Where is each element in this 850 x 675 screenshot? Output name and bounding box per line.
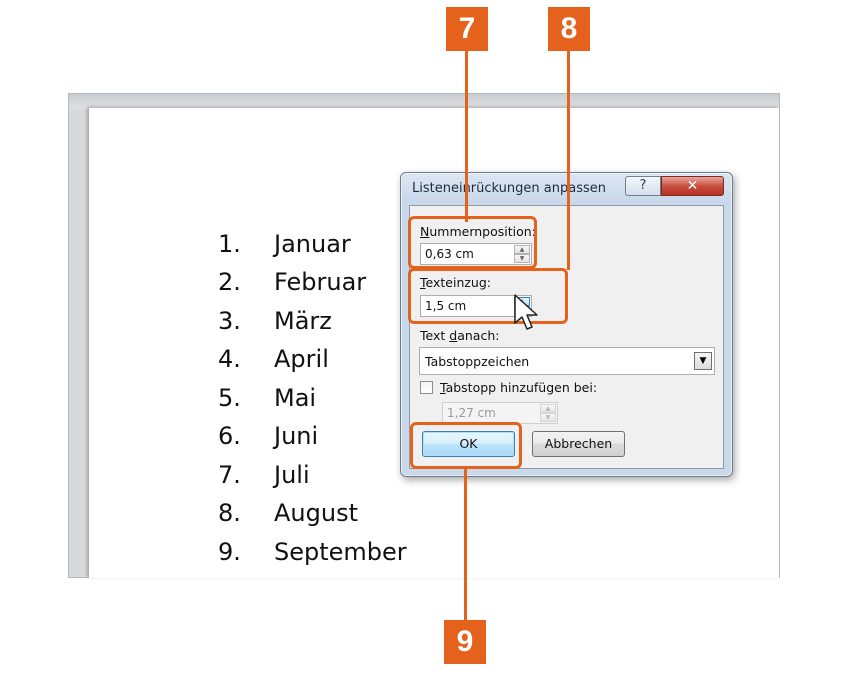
number-position-spinner[interactable]: 0,63 cm ▲ ▼ (420, 243, 532, 265)
spin-down-icon[interactable]: ▼ (514, 254, 530, 263)
spinner-arrows: ▲ ▼ (514, 245, 530, 263)
spinner-arrows: ▲ ▼ (540, 404, 556, 422)
list-item-text: Februar (274, 268, 367, 296)
number-position-label: Nummernposition: (420, 224, 536, 239)
callout-line-8 (567, 44, 570, 270)
list-item-text: Juli (274, 461, 310, 489)
list-item-number: 9. (218, 538, 241, 566)
add-tab-label: Tabstopp hinzufügen bei: (440, 380, 598, 395)
dialog-title: Listeneinrückungen anpassen (412, 181, 606, 196)
text-after-dropdown[interactable]: Tabstoppzeichen ▼ (419, 347, 715, 375)
list-item[interactable]: 4. April (218, 345, 438, 375)
list-item[interactable]: 1. Januar (218, 230, 438, 260)
add-tab-checkbox[interactable] (420, 381, 433, 394)
spin-up-icon: ▲ (540, 404, 556, 413)
callout-line-7 (465, 44, 468, 222)
list-item[interactable]: 8. August (218, 499, 438, 529)
callout-badge-7: 7 (446, 7, 488, 51)
list-item-number: 8. (218, 499, 241, 527)
close-button[interactable]: ✕ (661, 176, 724, 196)
mouse-pointer-icon (514, 294, 538, 330)
list-item[interactable]: 7. Juli (218, 461, 438, 491)
list-item-number: 5. (218, 384, 241, 412)
callout-badge-9: 9 (444, 620, 486, 664)
list-item[interactable]: 5. Mai (218, 384, 438, 414)
add-tab-spinner: 1,27 cm ▲ ▼ (442, 402, 558, 424)
callout-badge-8: 8 (548, 7, 590, 51)
list-item-text: September (274, 538, 407, 566)
list-item[interactable]: 3. März (218, 307, 438, 337)
number-position-value: 0,63 cm (425, 247, 474, 261)
callout-box-ok (410, 422, 522, 469)
text-indent-label: Texteinzug: (420, 275, 492, 290)
callout-box-number-position (408, 216, 537, 269)
list-item-number: 7. (218, 461, 241, 489)
list-item[interactable]: 9. September (218, 538, 438, 568)
document-ruler-band (69, 94, 779, 109)
list-item-text: August (274, 499, 358, 527)
list-item-number: 3. (218, 307, 241, 335)
spin-up-icon[interactable]: ▲ (514, 245, 530, 254)
list-item-number: 4. (218, 345, 241, 373)
help-icon: ? (639, 178, 647, 193)
list-item-text: Januar (274, 230, 351, 258)
list-item-text: Juni (274, 422, 319, 450)
list-item-number: 2. (218, 268, 241, 296)
list-item-text: März (274, 307, 332, 335)
add-tab-value: 1,27 cm (447, 406, 496, 420)
chevron-down-icon[interactable]: ▼ (694, 352, 712, 370)
text-after-value: Tabstoppzeichen (425, 354, 530, 369)
dialog-body: Nummernposition: 0,63 cm ▲ ▼ Texteinzug:… (409, 205, 724, 469)
callout-line-9 (464, 467, 467, 624)
list-item[interactable]: 2. Februar (218, 268, 438, 298)
cancel-button[interactable]: Abbrechen (532, 431, 625, 457)
indent-dialog: Listeneinrückungen anpassen ? ✕ Nummernp… (400, 172, 733, 477)
help-button[interactable]: ? (625, 176, 661, 196)
callout-box-text-indent (408, 268, 568, 324)
list-item-number: 6. (218, 422, 241, 450)
spin-down-icon: ▼ (540, 413, 556, 422)
close-icon: ✕ (686, 178, 699, 194)
list-item-number: 1. (218, 230, 241, 258)
text-indent-value: 1,5 cm (425, 299, 467, 313)
list-item[interactable]: 6. Juni (218, 422, 438, 452)
ok-button[interactable]: OK (422, 431, 515, 457)
text-after-label: Text danach: (420, 328, 500, 343)
list-item-text: Mai (274, 384, 317, 412)
list-item-text: April (274, 345, 329, 373)
